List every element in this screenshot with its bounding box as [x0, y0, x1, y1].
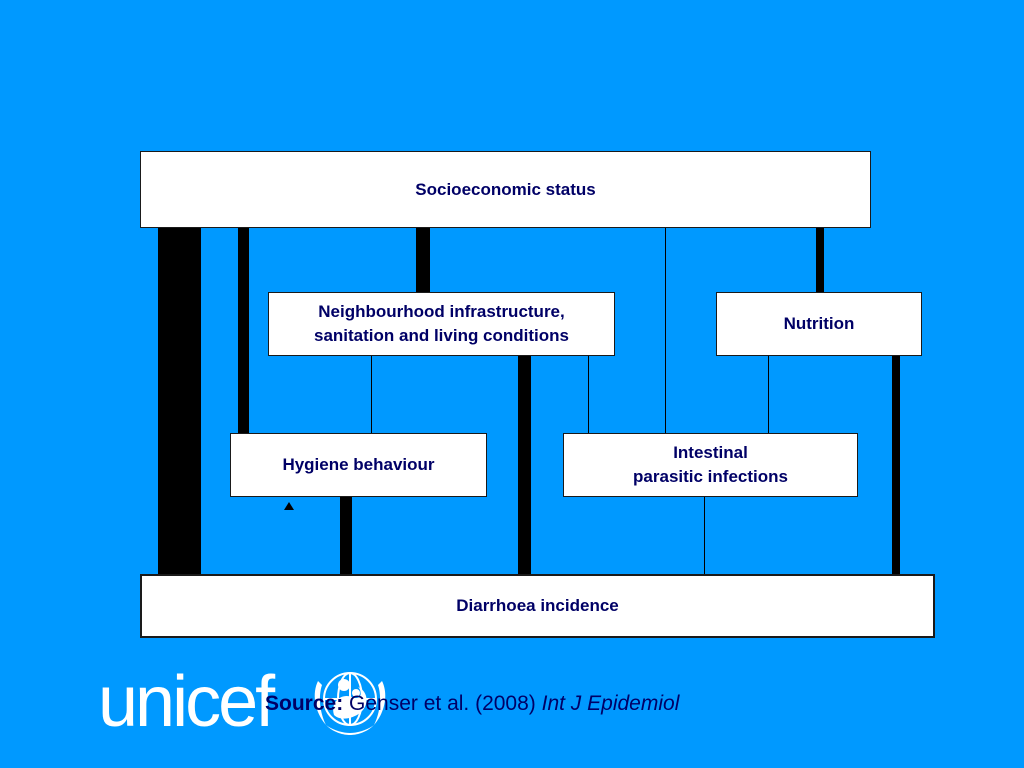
node-nutrition-label: Nutrition: [783, 314, 855, 333]
source-text: Genser et al. (2008): [343, 692, 542, 715]
node-intestinal-label-line1: Intestinal: [673, 443, 748, 462]
connector-socioeconomic-neighbourhood: [416, 228, 430, 293]
unicef-logo-text: unicef: [98, 662, 275, 742]
node-socioeconomic-status: Socioeconomic status: [140, 151, 871, 228]
node-diarrhoea-incidence: Diarrhoea incidence: [140, 574, 935, 638]
node-hygiene-label: Hygiene behaviour: [282, 455, 435, 474]
node-hygiene-behaviour: Hygiene behaviour: [230, 433, 487, 497]
connector-socioeconomic-hygiene: [238, 228, 249, 434]
source-journal: Int J Epidemiol: [541, 692, 680, 715]
node-intestinal-label-line2: parasitic infections: [633, 467, 788, 486]
node-diarrhoea-label: Diarrhoea incidence: [456, 596, 619, 615]
connector-socioeconomic-diarrhoea-thick: [158, 228, 201, 575]
source-citation: Source: Genser et al. (2008) Int J Epide…: [265, 690, 679, 718]
connector-intestinal-diarrhoea: [704, 496, 705, 575]
connector-hygiene-diarrhoea: [340, 496, 352, 575]
connector-socioeconomic-nutrition: [816, 228, 824, 293]
node-nutrition: Nutrition: [716, 292, 922, 356]
connector-nutrition-diarrhoea: [892, 355, 900, 575]
connector-neighbourhood-intestinal: [588, 355, 589, 434]
connector-neighbourhood-hygiene: [371, 355, 372, 434]
connector-socioeconomic-intestinal: [665, 228, 666, 434]
node-socioeconomic-label: Socioeconomic status: [415, 179, 596, 199]
arrowhead-icon: [284, 502, 294, 510]
unicef-emblem-icon: [314, 672, 386, 735]
node-neighbourhood-infrastructure: Neighbourhood infrastructure, sanitation…: [268, 292, 615, 356]
source-label: Source:: [265, 692, 344, 715]
node-neighbourhood-label-line2: sanitation and living conditions: [313, 326, 569, 345]
connector-neighbourhood-diarrhoea: [518, 355, 531, 575]
node-intestinal-parasitic-infections: Intestinal parasitic infections: [563, 433, 858, 497]
connector-nutrition-intestinal: [768, 355, 769, 434]
node-neighbourhood-label-line1: Neighbourhood infrastructure,: [318, 302, 565, 321]
